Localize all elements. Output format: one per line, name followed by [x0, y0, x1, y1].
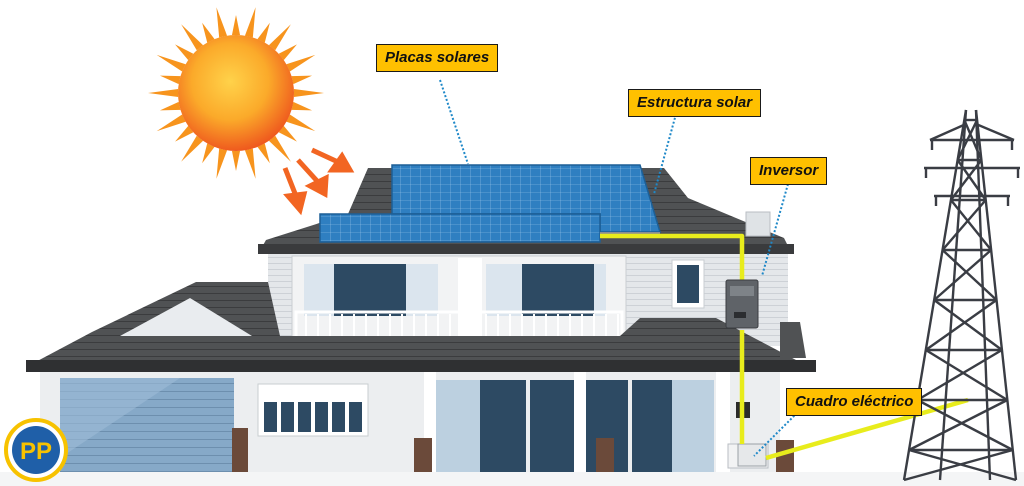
leader-lines	[439, 79, 801, 457]
logo-text: PP	[20, 438, 52, 465]
callout-electric-panel: Cuadro eléctrico	[786, 388, 923, 416]
transmission-tower-icon	[902, 109, 1020, 482]
lower-roof	[26, 282, 816, 372]
callout-solar-structure: Estructura solar	[628, 89, 762, 117]
inverter-unit	[725, 279, 759, 329]
solar-panel-array	[319, 164, 662, 243]
sun-icon	[148, 7, 324, 179]
ground-line	[0, 472, 1024, 486]
company-logo: PP	[4, 418, 68, 482]
callout-solar-panels: Placas solares	[376, 44, 499, 72]
callout-inverter: Inversor	[750, 157, 828, 185]
ground-floor	[40, 372, 794, 474]
sun-ray-arrows	[282, 147, 355, 216]
chimney	[745, 211, 771, 237]
electric-panel-box	[737, 443, 767, 467]
